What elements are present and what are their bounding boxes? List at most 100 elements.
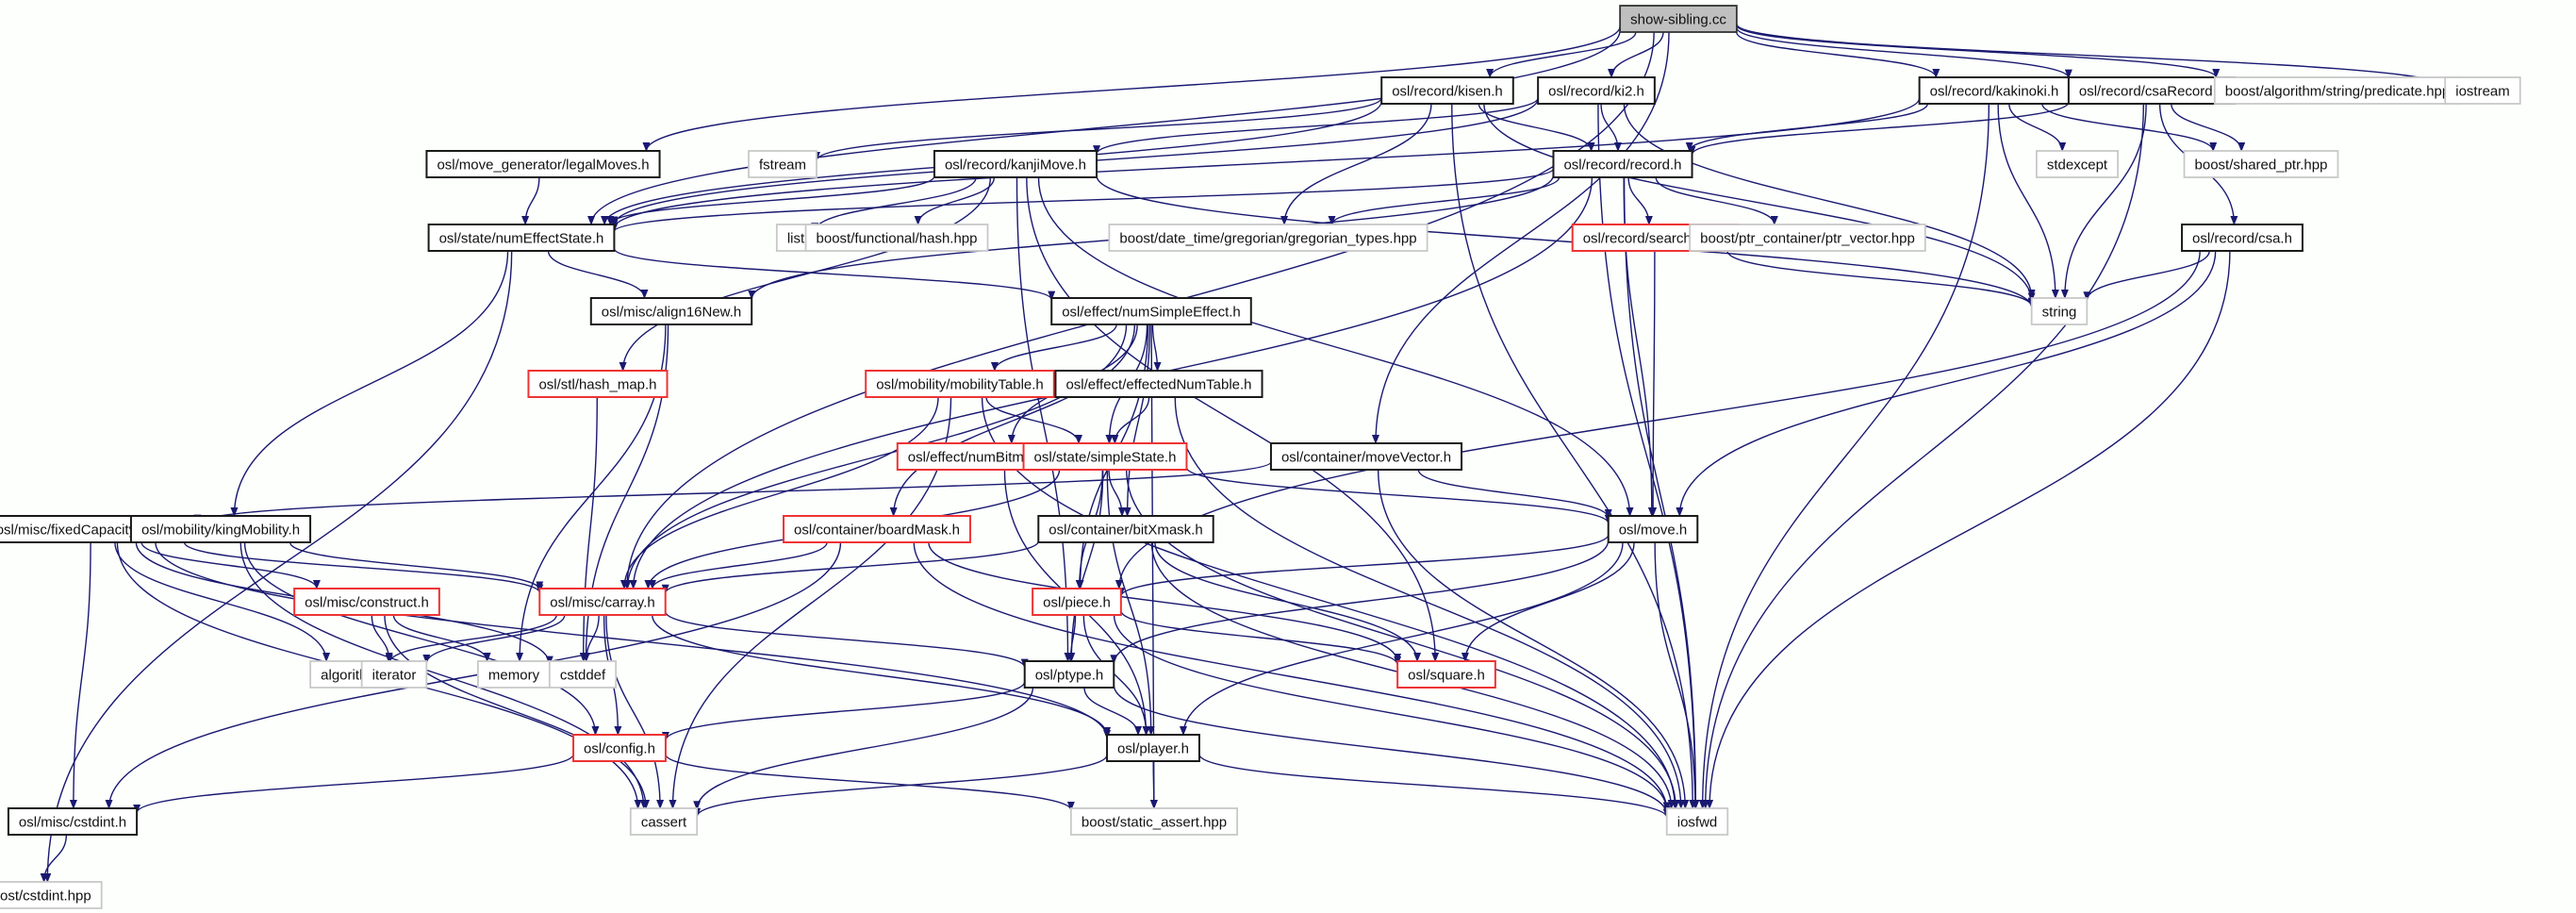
edge-config-to-cstdint_h	[133, 754, 574, 814]
node-box	[1380, 76, 1514, 105]
node-hash_map[interactable]: osl/stl/hash_map.h	[527, 370, 669, 398]
edge-legalMoves-to-numEffectState	[521, 176, 540, 225]
edge-carray-to-cassert	[605, 614, 665, 809]
node-box	[425, 150, 661, 178]
node-construct[interactable]: osl/misc/construct.h	[293, 588, 440, 616]
node-label: osl/square.h	[1408, 668, 1485, 684]
edge-mobilityTable-to-iosfwd	[981, 396, 1679, 809]
node-root[interactable]: show-sibling.cc	[1619, 5, 1738, 33]
node-box	[1689, 224, 1926, 252]
edge-boardMask-to-square	[928, 541, 1402, 663]
edge-move-to-player	[1180, 541, 1624, 736]
node-numSimpleEffect[interactable]: osl/effect/numSimpleEffect.h	[1050, 297, 1252, 325]
node-box	[2213, 76, 2462, 105]
node-label: boost/date_time/gregorian/gregorian_type…	[1119, 231, 1416, 247]
node-box	[2030, 297, 2089, 325]
node-kanjiMove[interactable]: osl/record/kanjiMove.h	[933, 150, 1098, 178]
node-hash: boost/functional/hash.hpp	[804, 224, 989, 252]
node-ki2[interactable]: osl/record/ki2.h	[1537, 76, 1656, 105]
node-kisen[interactable]: osl/record/kisen.h	[1380, 76, 1514, 105]
node-label: osl/state/numEffectState.h	[439, 231, 604, 247]
node-legalMoves[interactable]: osl/move_generator/legalMoves.h	[425, 150, 661, 178]
edge-root-to-numEffectState	[587, 29, 1621, 225]
node-cstdint_hpp: boost/cstdint.hpp	[0, 881, 103, 909]
edge-move-to-iosfwd	[1654, 541, 1699, 809]
node-kakinoki[interactable]: osl/record/kakinoki.h	[1918, 76, 2071, 105]
node-csaRecord[interactable]: osl/record/csaRecord.h	[2067, 76, 2237, 105]
node-box	[1918, 76, 2071, 105]
node-label: boost/ptr_container/ptr_vector.hpp	[1700, 231, 1915, 247]
edge-carray-to-cstddef	[582, 614, 600, 662]
node-record[interactable]: osl/record/record.h	[1552, 150, 1693, 178]
node-simpleState[interactable]: osl/state/simpleState.h	[1022, 442, 1188, 471]
edge-record-to-numEffectState	[610, 168, 1555, 233]
edge-kanjiMove-to-hash	[914, 176, 996, 225]
edge-searchInfo-to-string	[1726, 250, 2036, 307]
edge-simpleState-to-ptype	[1067, 469, 1104, 662]
node-csa[interactable]: osl/record/csa.h	[2181, 224, 2304, 252]
edge-root-to-moveVector	[1372, 31, 1670, 444]
edge-hash_map-to-cstddef	[579, 396, 598, 662]
node-label: osl/piece.h	[1043, 595, 1111, 611]
edge-moveVector-to-fixedCapacityVector	[193, 461, 1272, 524]
edge-fixedCapacityVector-to-carray	[183, 541, 544, 594]
node-label: boost/shared_ptr.hpp	[2195, 158, 2328, 174]
edge-root-to-predicate	[1736, 25, 2221, 78]
edge-construct-to-memory	[392, 614, 491, 662]
node-label: show-sibling.cc	[1630, 12, 1726, 28]
edge-bitXmask-to-square	[1154, 541, 1422, 662]
node-bitXmask[interactable]: osl/container/bitXmask.h	[1037, 515, 1214, 543]
edge-kakinoki-to-stdexcept	[2008, 103, 2067, 152]
node-ptype[interactable]: osl/ptype.h	[1023, 660, 1115, 689]
node-box	[1607, 515, 1699, 543]
node-box	[1050, 297, 1252, 325]
edge-ptype-to-cassert	[693, 687, 1034, 811]
node-cstdint_h[interactable]: osl/misc/cstdint.h	[7, 807, 139, 836]
edge-kakinoki-to-iosfwd	[1698, 103, 1990, 809]
edge-root-to-ki2	[1608, 31, 1664, 78]
node-mobilityTable[interactable]: osl/mobility/mobilityTable.h	[865, 370, 1055, 398]
node-effectedNumTable[interactable]: osl/effect/effectedNumTable.h	[1054, 370, 1263, 398]
edge-mobilityTable-to-carray	[619, 396, 939, 589]
node-label: osl/effect/numSimpleEffect.h	[1062, 305, 1241, 321]
edge-kakinoki-to-shared_ptr	[2041, 103, 2218, 152]
node-moveVector[interactable]: osl/container/moveVector.h	[1269, 442, 1463, 471]
edge-carray-to-algorithm	[385, 614, 557, 664]
node-align16New[interactable]: osl/misc/align16New.h	[589, 297, 753, 325]
edge-ki2-to-string	[1623, 103, 2036, 300]
edge-kanjiMove-to-string	[1096, 175, 2036, 308]
node-label: osl/mobility/mobilityTable.h	[876, 377, 1044, 393]
edge-effectedNumTable-to-simpleState	[1111, 396, 1150, 444]
node-box	[1396, 660, 1496, 689]
node-config[interactable]: osl/config.h	[572, 734, 667, 762]
edge-kingMobility-to-config	[243, 541, 600, 736]
node-numEffectState[interactable]: osl/state/numEffectState.h	[427, 224, 616, 252]
node-carray[interactable]: osl/misc/carray.h	[538, 588, 667, 616]
edge-kisen-to-string	[1483, 103, 2036, 303]
node-label: list	[787, 231, 805, 247]
node-box	[538, 588, 667, 616]
node-square[interactable]: osl/square.h	[1396, 660, 1496, 689]
node-label: osl/record/kakinoki.h	[1930, 84, 2059, 100]
node-box	[2183, 150, 2339, 178]
edge-moveVector-to-move	[1417, 469, 1612, 520]
node-cassert: cassert	[629, 807, 699, 836]
node-label: osl/container/bitXmask.h	[1049, 523, 1202, 539]
node-box	[7, 807, 139, 836]
node-label: boost/functional/hash.hpp	[817, 231, 978, 247]
node-kingMobility[interactable]: osl/mobility/kingMobility.h	[129, 515, 312, 543]
edge-player-to-cassert	[693, 755, 1108, 818]
node-piece[interactable]: osl/piece.h	[1032, 588, 1122, 616]
node-iostream: iostream	[2444, 76, 2521, 105]
edge-ptype-to-config	[662, 681, 1026, 741]
edge-csaRecord-to-iosfwd	[1701, 103, 2144, 809]
node-box	[572, 734, 667, 762]
edge-record-to-ptr_vector	[1655, 176, 1778, 225]
node-move[interactable]: osl/move.h	[1607, 515, 1699, 543]
node-label: iosfwd	[1677, 815, 1718, 831]
node-label: osl/record/kisen.h	[1392, 84, 1503, 100]
node-label: osl/config.h	[584, 741, 655, 757]
edge-mobilityTable-to-simpleState	[985, 396, 1082, 444]
node-player[interactable]: osl/player.h	[1106, 734, 1200, 762]
node-boardMask[interactable]: osl/container/boardMask.h	[783, 515, 971, 543]
